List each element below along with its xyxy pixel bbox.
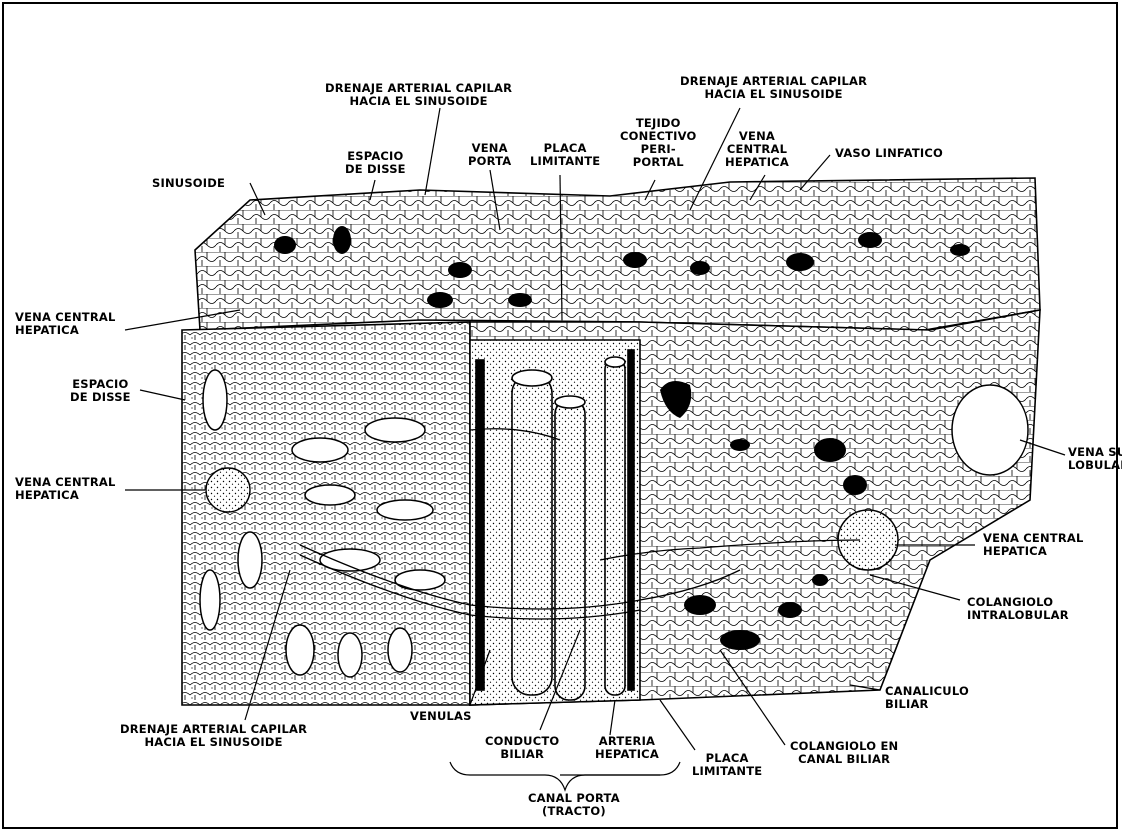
label-espacio-disse-top: ESPACIO DE DISSE <box>345 150 406 176</box>
label-vena-central-hepatica-top: VENA CENTRAL HEPATICA <box>725 130 789 169</box>
label-venulas: VENULAS <box>410 710 472 723</box>
label-vena-sublobular: VENA SUB- LOBULAR <box>1068 446 1122 472</box>
portal-vein-tube <box>512 375 552 695</box>
label-sinusoide: SINUSOIDE <box>152 177 225 190</box>
label-vena-central-hepatica-left2: VENA CENTRAL HEPATICA <box>15 476 116 502</box>
label-drenaje-top-right: DRENAJE ARTERIAL CAPILAR HACIA EL SINUSO… <box>680 75 867 101</box>
label-canaliculo-biliar: CANALICULO BILIAR <box>885 685 969 711</box>
label-vena-central-hepatica-right: VENA CENTRAL HEPATICA <box>983 532 1084 558</box>
label-drenaje-top-left: DRENAJE ARTERIAL CAPILAR HACIA EL SINUSO… <box>325 82 512 108</box>
label-arteria-hepatica: ARTERIA HEPATICA <box>595 735 659 761</box>
label-drenaje-bottom: DRENAJE ARTERIAL CAPILAR HACIA EL SINUSO… <box>120 723 307 749</box>
limiting-plate-right <box>628 350 634 690</box>
label-placa-limitante-bottom: PLACA LIMITANTE <box>692 752 762 778</box>
central-vein-left <box>206 468 250 512</box>
label-espacio-disse-left: ESPACIO DE DISSE <box>70 378 131 404</box>
label-vaso-linfatico: VASO LINFATICO <box>835 147 943 160</box>
bile-duct-opening <box>555 396 585 408</box>
label-conducto-biliar: CONDUCTO BILIAR <box>485 735 559 761</box>
label-vena-central-hepatica-left1: VENA CENTRAL HEPATICA <box>15 311 116 337</box>
label-canal-porta: CANAL PORTA (TRACTO) <box>528 792 620 818</box>
hepatic-artery-tube <box>605 360 625 695</box>
label-colangiolo-intralobular: COLANGIOLO INTRALOBULAR <box>967 596 1069 622</box>
hepatic-artery-opening <box>605 357 625 367</box>
label-tejido-conectivo: TEJIDO CONECTIVO PERI- PORTAL <box>620 117 697 169</box>
label-colangiolo-canal-biliar: COLANGIOLO EN CANAL BILIAR <box>790 740 898 766</box>
label-placa-limitante-top: PLACA LIMITANTE <box>530 142 600 168</box>
top-surface <box>195 178 1040 330</box>
portal-vein-opening <box>512 370 552 386</box>
label-vena-porta: VENA PORTA <box>468 142 511 168</box>
limiting-plate-left <box>476 360 484 690</box>
